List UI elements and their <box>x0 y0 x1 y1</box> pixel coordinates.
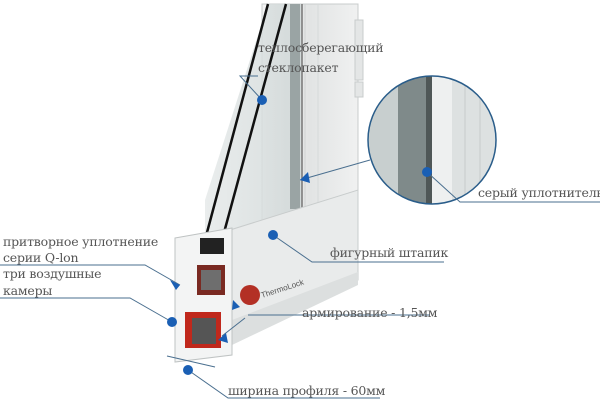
marker-dot <box>167 317 177 327</box>
leader-lines <box>0 75 600 399</box>
label-rebate-seal-2: серии Q-lon <box>3 250 79 265</box>
marker-dot <box>422 167 432 177</box>
marker-dot <box>257 95 267 105</box>
label-air-chambers-1: три воздушные <box>3 266 102 281</box>
label-gray-seal: серый уплотнитель <box>478 185 600 200</box>
arrow-icon <box>300 172 310 183</box>
label-rebate-seal-1: притворное уплотнение <box>3 234 159 249</box>
logo-badge <box>240 285 260 305</box>
label-glazing-bead: фигурный штапик <box>330 245 449 260</box>
magnified-seal-detail <box>367 75 497 205</box>
label-glass-unit-2: стеклопакет <box>258 60 339 75</box>
arrow-icon <box>232 300 240 310</box>
marker-dots <box>167 95 432 375</box>
marker-dot <box>268 230 278 240</box>
label-air-chambers-2: камеры <box>3 283 53 298</box>
label-glass-unit-1: теплосберегающий <box>258 40 384 55</box>
marker-dot <box>183 365 193 375</box>
label-profile-width: ширина профиля - 60мм <box>228 383 386 398</box>
frame-bottom: ThermoLock <box>174 189 359 363</box>
label-reinforcement: армирование - 1,5мм <box>302 305 438 320</box>
arrow-icon <box>218 333 228 343</box>
arrow-icon <box>170 280 180 290</box>
